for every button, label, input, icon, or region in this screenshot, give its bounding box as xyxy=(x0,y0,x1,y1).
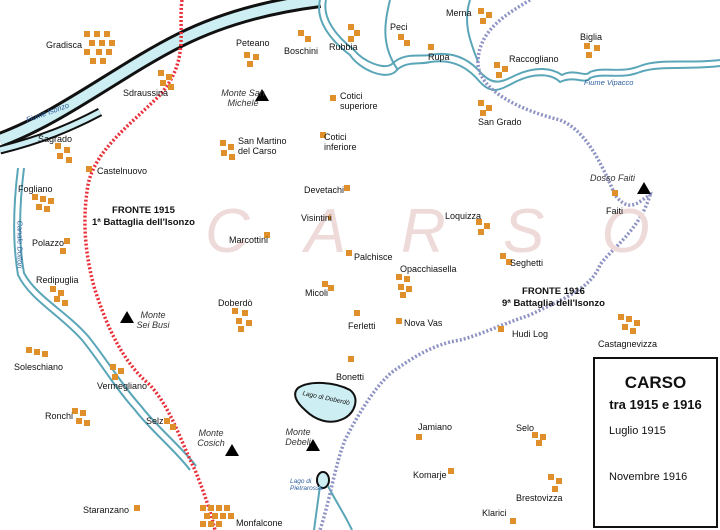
village-label: Redipuglia xyxy=(36,275,79,285)
village-label: Klarici xyxy=(482,508,507,518)
front-1916-label: FRONTE 1916 9ª Battaglia dell'Isonzo xyxy=(502,286,605,310)
mountain-icon xyxy=(306,439,320,451)
village-label: San Grado xyxy=(478,117,522,127)
village-label: Gradisca xyxy=(46,40,83,50)
village-label: Bonetti xyxy=(336,372,365,382)
village-label: Rubbia xyxy=(329,42,358,52)
village-label: Ferletti xyxy=(348,321,376,331)
village-label: Faiti xyxy=(606,206,624,216)
village-label: Komarje xyxy=(413,470,447,480)
lago-doberdo-shape xyxy=(294,382,357,423)
vipacco-river xyxy=(318,0,720,91)
village-label: Vermegliano xyxy=(97,381,148,391)
canale-dottori xyxy=(13,167,197,471)
village-label: Palchisce xyxy=(354,252,393,262)
village-markers xyxy=(26,8,640,527)
water-label: Canale Dottori xyxy=(15,220,25,269)
mountain-icon xyxy=(637,182,651,194)
village-label: Biglia xyxy=(580,32,603,42)
village-label: Castelnuovo xyxy=(97,166,148,176)
legend-item-1916: Novembre 1916 xyxy=(609,471,688,483)
village-label: Loquizza xyxy=(445,211,482,221)
water-label: Lago di Pietrarossa xyxy=(290,478,323,492)
region-watermark: C A R S O xyxy=(205,197,670,266)
village-label: Peteano xyxy=(236,38,270,48)
village-label: Polazzo xyxy=(32,238,65,248)
village-label: Rupa xyxy=(428,52,450,62)
village-label: Castagnevizza xyxy=(598,339,658,349)
water-label: Fiume Vipacco xyxy=(584,78,634,87)
mountain-label: Monte Debeli xyxy=(285,427,311,447)
village-label: Marcottini xyxy=(229,235,269,245)
front-1916-line xyxy=(318,0,653,530)
legend-title: CARSO xyxy=(624,373,687,392)
mountain-markers xyxy=(120,89,651,456)
legend: CARSO tra 1915 e 1916 Luglio 1915 Novemb… xyxy=(593,357,718,528)
village-label: San Martino del Carso xyxy=(238,136,287,156)
village-label: Staranzano xyxy=(83,505,130,515)
village-label: Devetachi xyxy=(304,185,345,195)
village-label: Selo xyxy=(516,423,535,433)
pietrarossa-channel xyxy=(313,485,353,530)
village-label: Brestovizza xyxy=(516,493,563,503)
village-label: Fogliano xyxy=(18,184,53,194)
village-label: Seghetti xyxy=(510,258,544,268)
front-1915-label: FRONTE 1915 1ª Battaglia dell'Isonzo xyxy=(92,205,195,229)
front-1915-title: FRONTE 1915 xyxy=(112,205,175,216)
village-label: Merna xyxy=(446,8,472,18)
village-label: Ronchi xyxy=(45,411,74,421)
village-label: Sagrado xyxy=(38,134,73,144)
village-label: Micoli xyxy=(305,288,329,298)
legend-subtitle: tra 1915 e 1916 xyxy=(609,397,702,412)
front-1916-subtitle: 9ª Battaglia dell'Isonzo xyxy=(502,298,605,309)
village-label: Cotici inferiore xyxy=(324,132,357,152)
mountain-icon xyxy=(255,89,269,101)
front-1915-subtitle: 1ª Battaglia dell'Isonzo xyxy=(92,217,195,228)
legend-item-1915: Luglio 1915 xyxy=(609,425,666,437)
front-1916-title: FRONTE 1916 xyxy=(522,286,585,297)
village-label: Boschini xyxy=(284,46,319,56)
mountain-label: Monte Sei Busi xyxy=(136,310,170,330)
village-label: Cotici superiore xyxy=(340,91,378,111)
front-1915-line xyxy=(83,0,217,530)
village-label: Soleschiano xyxy=(14,362,64,372)
village-label: Visintini xyxy=(301,213,332,223)
village-label: Jamiano xyxy=(418,422,453,432)
village-label: Opacchiasella xyxy=(400,264,457,274)
village-label: Monfalcone xyxy=(236,518,283,528)
village-label: Sdraussina xyxy=(123,88,169,98)
mountain-label: Monte Cosich xyxy=(197,428,225,448)
village-label: Raccogliano xyxy=(509,54,559,64)
mountain-label: Monte San Michele xyxy=(221,88,265,108)
village-label: Hudi Log xyxy=(512,329,549,339)
mountain-icon xyxy=(120,311,134,323)
lago-pietrarossa-shape xyxy=(316,471,330,489)
mountain-icon xyxy=(225,444,239,456)
village-label: Selz xyxy=(146,416,164,426)
village-label: Nova Vas xyxy=(404,318,443,328)
village-label: Doberdò xyxy=(218,298,253,308)
village-label: Peci xyxy=(390,22,408,32)
mountain-label: Dosso Faiti xyxy=(590,173,636,183)
